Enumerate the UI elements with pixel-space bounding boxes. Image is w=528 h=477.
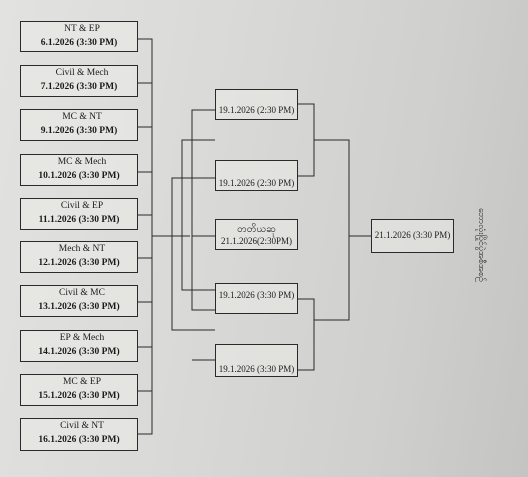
- match-date: 15.1.2026 (3:30 PM): [38, 391, 120, 401]
- match-date: 10.1.2026 (3:30 PM): [38, 171, 120, 181]
- match-teams: MC & EP: [62, 377, 101, 387]
- match-date: 14.1.2026 (3:30 PM): [38, 347, 120, 357]
- match-date: 7.1.2026 (3:30 PM): [40, 82, 118, 92]
- match-box-9: MC & EP 15.1.2026 (3:30 PM): [20, 374, 138, 406]
- match-date: 11.1.2026 (3:30 PM): [38, 215, 120, 225]
- match-date: 21.1.2026(2:30PM): [220, 236, 292, 246]
- match-box-7: Civil & MC 13.1.2026 (3:30 PM): [20, 285, 138, 317]
- match-box-8: EP & Mech 14.1.2026 (3:30 PM): [20, 330, 138, 362]
- match-date: 19.1.2026 (3:30 PM): [218, 290, 295, 300]
- match-box-3: MC & NT 9.1.2026 (3:30 PM): [20, 109, 138, 141]
- match-box-6: Mech & NT 12.1.2026 (3:30 PM): [20, 241, 138, 273]
- semifinal-box-3: 19.1.2026 (3:30 PM): [215, 283, 298, 314]
- match-box-1: NT & EP 6.1.2026 (3:30 PM): [20, 21, 138, 52]
- match-teams: MC & NT: [62, 112, 102, 122]
- match-box-4: MC & Mech 10.1.2026 (3:30 PM): [20, 154, 138, 186]
- connector-line: [298, 298, 315, 371]
- match-date: 19.1.2026 (2:30 PM): [218, 105, 295, 115]
- match-teams: NT & EP: [64, 24, 100, 34]
- connector-line: [314, 139, 350, 321]
- connector-line: [138, 236, 153, 435]
- final-match-box: 21.1.2026 (3:30 PM): [371, 219, 454, 253]
- match-date: 12.1.2026 (3:30 PM): [38, 258, 120, 268]
- match-box-10: Civil & NT 16.1.2026 (3:30 PM): [20, 418, 138, 451]
- side-title: ဘောလုံးပြိုင်ပွဲအစီအစဉ်: [477, 208, 487, 282]
- connector-line: [181, 139, 215, 291]
- connector-line: [298, 103, 315, 177]
- match-teams: Civil & EP: [60, 201, 104, 211]
- match-teams: Mech & NT: [58, 244, 106, 254]
- third-place-box: တတိယဆု 21.1.2026(2:30PM): [215, 219, 298, 250]
- final-date: 21.1.2026 (3:30 PM): [374, 230, 451, 240]
- match-date: 19.1.2026 (2:30 PM): [218, 178, 295, 188]
- match-box-5: Civil & EP 11.1.2026 (3:30 PM): [20, 198, 138, 230]
- match-date: 16.1.2026 (3:30 PM): [38, 435, 120, 445]
- match-date: 13.1.2026 (3:30 PM): [38, 302, 120, 312]
- semifinal-box-2: 19.1.2026 (2:30 PM): [215, 160, 298, 191]
- semifinal-box-1: 19.1.2026 (2:30 PM): [215, 89, 298, 120]
- match-date: 9.1.2026 (3:30 PM): [40, 126, 118, 136]
- match-teams: MC & Mech: [57, 157, 107, 167]
- connector-line: [171, 177, 215, 331]
- match-teams: Civil & Mech: [55, 68, 109, 78]
- connector-line: [191, 109, 215, 311]
- match-date: 19.1.2026 (3:30 PM): [218, 364, 295, 374]
- third-place-label: တတိယဆု: [237, 224, 276, 235]
- match-teams: Civil & NT: [60, 421, 104, 431]
- match-date: 6.1.2026 (3:30 PM): [40, 38, 118, 48]
- connector-line: [138, 38, 190, 237]
- match-box-2: Civil & Mech 7.1.2026 (3:30 PM): [20, 65, 138, 97]
- match-teams: Civil & MC: [59, 288, 105, 298]
- match-teams: EP & Mech: [59, 333, 105, 343]
- semifinal-box-4: 19.1.2026 (3:30 PM): [215, 344, 298, 377]
